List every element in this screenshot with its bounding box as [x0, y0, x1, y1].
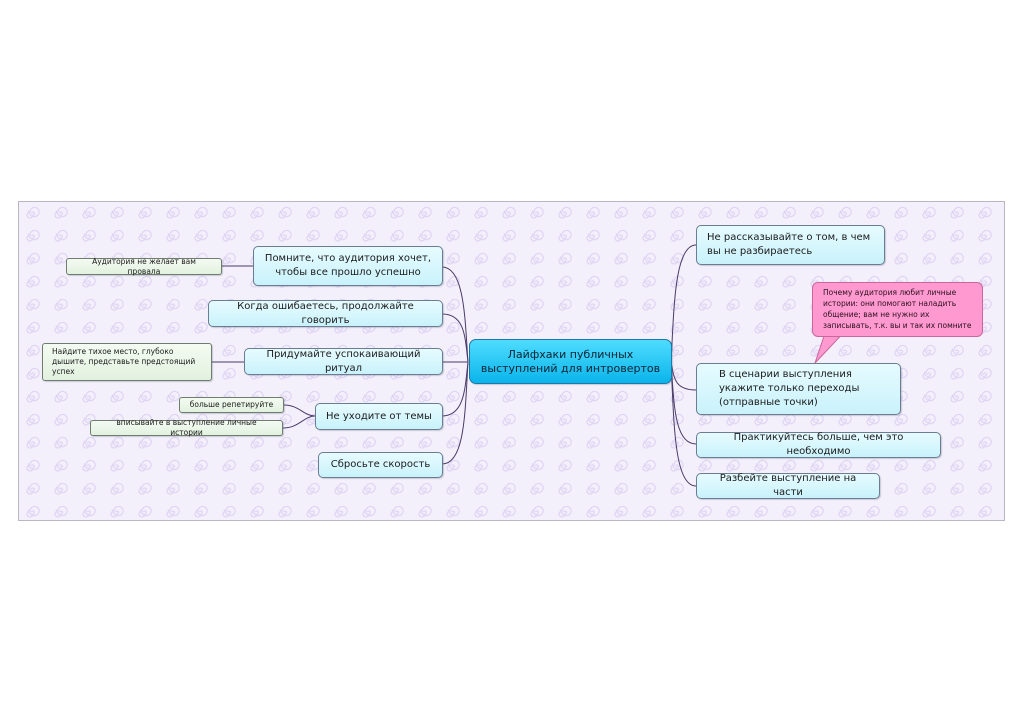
topic-label: Придумайте успокаивающий ритуал: [266, 348, 421, 374]
subtopic-node-rehearse-more[interactable]: больше репетируйте: [179, 397, 284, 413]
topic-node-keep-talking[interactable]: Когда ошибаетесь, продолжайте говорить: [208, 300, 443, 327]
connector-line: [670, 361, 697, 487]
subtopic-node-quiet-place[interactable]: Найдите тихое место, глубоко дышите, пре…: [42, 343, 212, 381]
topic-node-script-transitions[interactable]: В сценарии выступления укажите только пе…: [696, 363, 901, 415]
connector-line: [283, 404, 316, 417]
connector-line: [282, 415, 316, 429]
topic-node-audience-wants-success[interactable]: Помните, что аудитория хочет, чтобы все …: [253, 246, 443, 286]
connector-line: [441, 266, 469, 363]
subtopic-label: Найдите тихое место, глубоко дышите, пре…: [52, 347, 196, 376]
connector-line: [441, 313, 469, 363]
topic-label: Практикуйтесь больше, чем это необходимо: [733, 432, 904, 457]
connector-line: [670, 244, 697, 363]
subtopic-node-personal-stories[interactable]: вписывайте в выступление личные истории: [90, 418, 283, 437]
mind-map-canvas: Лайфхаки публичных выступлений для интро…: [18, 201, 1005, 521]
topic-node-split-speech[interactable]: Разбейте выступление на части: [696, 473, 880, 499]
central-topic-label: Лайфхаки публичных выступлений для интро…: [480, 347, 661, 375]
subtopic-label: Аудитория не желает вам провала: [92, 256, 196, 276]
topic-label: В сценарии выступления укажите только пе…: [719, 369, 860, 408]
topic-label: Не рассказывайте о том, в чем вы не разб…: [707, 232, 871, 257]
connector-line: [441, 361, 469, 465]
callout-note-personal-stories[interactable]: Почему аудитория любит личные истории: о…: [812, 282, 983, 337]
topic-label: Сбросьте скорость: [330, 459, 431, 470]
topic-label: Когда ошибаетесь, продолжайте говорить: [237, 300, 414, 326]
topic-node-calming-ritual[interactable]: Придумайте успокаивающий ритуал: [244, 348, 443, 375]
topic-node-practice-more[interactable]: Практикуйтесь больше, чем это необходимо: [696, 432, 941, 458]
subtopic-node-audience-no-failure[interactable]: Аудитория не желает вам провала: [66, 256, 222, 276]
topic-node-dont-talk-unknown[interactable]: Не рассказывайте о том, в чем вы не разб…: [696, 225, 885, 265]
connector-line: [670, 361, 697, 391]
connector-line: [441, 361, 469, 417]
topic-node-stay-on-topic[interactable]: Не уходите от темы: [315, 403, 443, 430]
subtopic-label: вписывайте в выступление личные истории: [116, 418, 257, 437]
topic-label: Разбейте выступление на части: [719, 473, 857, 498]
topic-label: Помните, что аудитория хочет, чтобы все …: [264, 253, 432, 278]
subtopic-label: больше репетируйте: [189, 400, 274, 409]
topic-node-slow-down[interactable]: Сбросьте скорость: [318, 452, 443, 478]
topic-label: Не уходите от темы: [326, 410, 432, 422]
central-topic-node[interactable]: Лайфхаки публичных выступлений для интро…: [469, 339, 672, 384]
callout-text: Почему аудитория любит личные истории: о…: [823, 288, 972, 330]
